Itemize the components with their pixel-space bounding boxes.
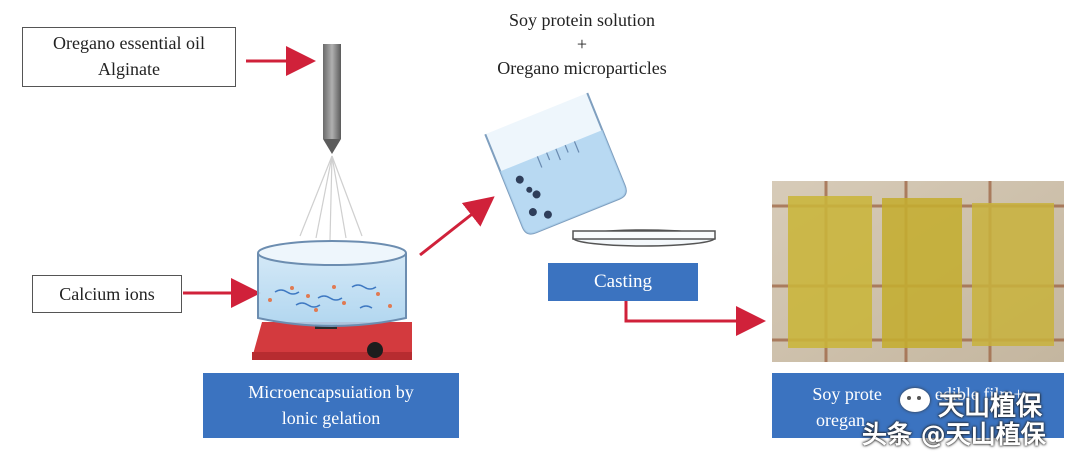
soy-solution-label: Soy protein solution + Oregano micropart… [470, 7, 694, 81]
microencapsulation-line1: Microencapsuiation by [248, 382, 414, 402]
arrow-beaker-to-pouring [419, 196, 495, 257]
microencapsulation-box: Microencapsuiation by lonic gelation [203, 373, 459, 438]
calcium-ions-box: Calcium ions [32, 275, 182, 313]
oregano-oil-label: Oregano essential oil [53, 33, 205, 53]
arrow-casting-to-film [624, 300, 766, 336]
soy-protein-text: Soy protein solution [508, 10, 655, 30]
oregano-alginate-box: Oregano essential oil Alginate [22, 27, 236, 87]
wechat-icon [900, 388, 930, 412]
edible-film-line2: oregan [816, 410, 865, 430]
watermark-text-2: 头条 @天山植保 [862, 420, 1046, 449]
plus-text: + [576, 34, 588, 54]
hotplate-beaker-icon [252, 240, 412, 360]
film-photo [772, 181, 1064, 362]
watermark-text-1: 天山植保 [938, 392, 1043, 422]
spray-icon [299, 155, 363, 241]
microencapsulation-line2: lonic gelation [281, 408, 381, 428]
oregano-microparticles-text: Oregano microparticles [497, 58, 667, 78]
pouring-beaker-icon [484, 92, 627, 235]
edible-film-line1: Soy prote edible film+ [812, 384, 1024, 404]
petri-dish-icon [572, 229, 716, 247]
casting-box: Casting [548, 263, 698, 301]
alginate-label: Alginate [98, 59, 160, 79]
needle-icon [323, 44, 341, 154]
casting-label: Casting [593, 271, 653, 292]
calcium-ions-label: Calcium ions [59, 284, 155, 304]
